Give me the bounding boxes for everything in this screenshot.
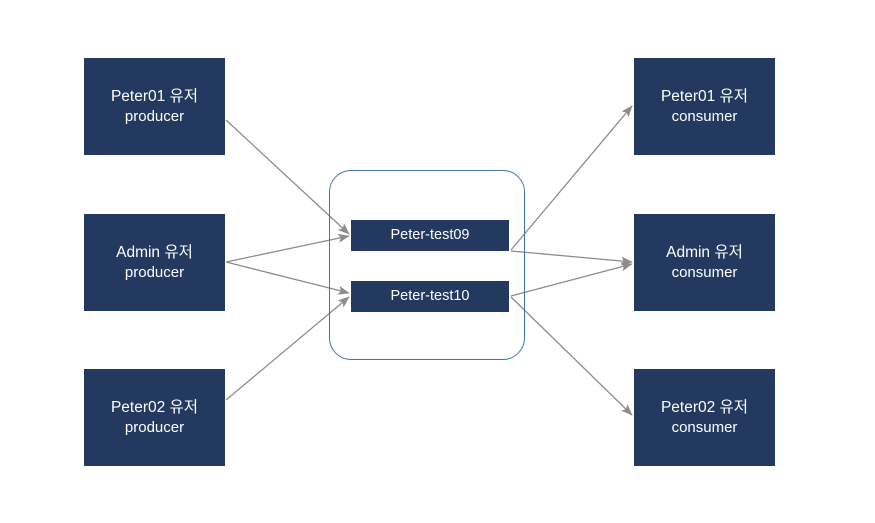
- consumer-node-admin-title: Admin 유저: [666, 243, 743, 261]
- topic-node-peter-test10-label: Peter-test10: [390, 288, 470, 305]
- producer-node-peter01[interactable]: Peter01 유저 producer: [84, 58, 225, 155]
- topic-node-peter-test10[interactable]: Peter-test10: [351, 281, 509, 312]
- producer-node-admin-title: Admin 유저: [116, 243, 193, 261]
- topic-node-peter-test09[interactable]: Peter-test09: [351, 220, 509, 251]
- producer-node-peter02[interactable]: Peter02 유저 producer: [84, 369, 225, 466]
- producer-node-peter02-title: Peter02 유저: [110, 398, 199, 416]
- producer-node-admin-role: producer: [124, 263, 185, 281]
- connector-topic-test09-to-peter01-consumer: [510, 105, 633, 251]
- consumer-node-peter01-title: Peter01 유저: [660, 87, 749, 105]
- producer-node-peter01-role: producer: [124, 107, 185, 125]
- consumer-node-admin[interactable]: Admin 유저 consumer: [634, 214, 775, 311]
- consumer-node-peter01-role: consumer: [671, 107, 738, 125]
- topic-node-peter-test09-label: Peter-test09: [390, 227, 470, 244]
- connector-topic-test09-to-admin-consumer: [510, 250, 633, 266]
- connector-topic-test10-to-admin-consumer: [510, 262, 633, 297]
- producer-node-peter02-role: producer: [124, 418, 185, 436]
- connector-topic-test10-to-peter02-consumer: [510, 296, 633, 416]
- consumer-node-peter02-role: consumer: [671, 418, 738, 436]
- producer-node-peter01-title: Peter01 유저: [110, 87, 199, 105]
- consumer-node-peter02-title: Peter02 유저: [660, 398, 749, 416]
- cluster-boundary: [329, 170, 525, 360]
- consumer-node-peter02[interactable]: Peter02 유저 consumer: [634, 369, 775, 466]
- producer-node-admin[interactable]: Admin 유저 producer: [84, 214, 225, 311]
- consumer-node-admin-role: consumer: [671, 263, 738, 281]
- consumer-node-peter01[interactable]: Peter01 유저 consumer: [634, 58, 775, 155]
